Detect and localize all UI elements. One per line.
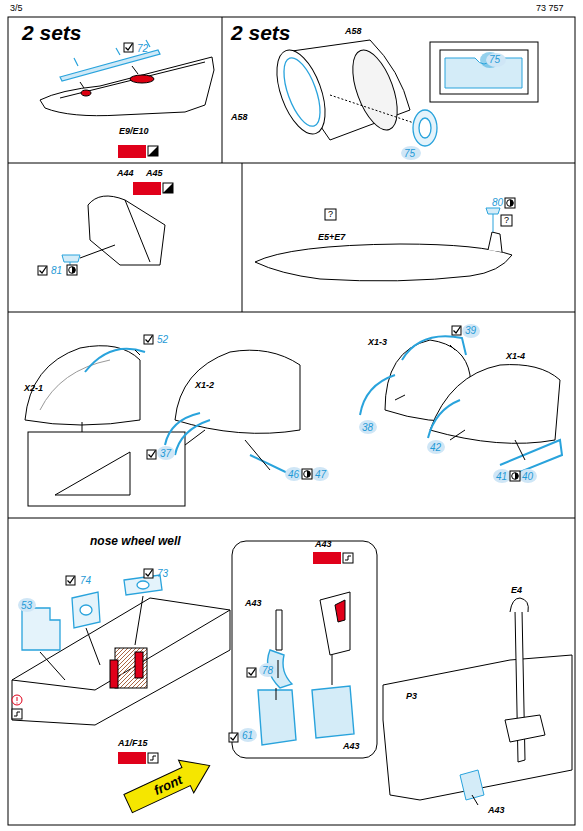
callout-number: 41 — [496, 472, 507, 482]
callout-number: 75 — [489, 55, 500, 65]
set-count: 2 sets — [231, 22, 291, 43]
callout-number: 81 — [51, 266, 62, 276]
callout-number: 47 — [315, 470, 326, 480]
query-mark: ? — [504, 216, 509, 225]
callout-number: 46 — [288, 470, 299, 480]
callout-number: 53 — [21, 601, 32, 611]
part-name: A58 — [345, 27, 362, 36]
callout-number: 72 — [137, 44, 148, 54]
callout-number: 74 — [80, 576, 91, 586]
part-name: E5+E7 — [318, 233, 345, 242]
callout-number: 80 — [492, 198, 503, 208]
callout-number: 42 — [430, 443, 441, 453]
part-name: A43 — [245, 599, 262, 608]
part-name: A45 — [146, 169, 163, 178]
part-name: A43 — [343, 742, 360, 751]
part-name: E9/E10 — [119, 127, 149, 136]
callout-number: 40 — [522, 472, 533, 482]
part-name: X1-4 — [506, 352, 525, 361]
query-mark: ? — [328, 210, 333, 219]
callout-number: 61 — [242, 731, 253, 741]
callout-number: 39 — [465, 326, 476, 336]
callout-number: 38 — [362, 423, 373, 433]
part-name: E4 — [511, 586, 522, 595]
page-number: 3/5 — [10, 4, 23, 13]
sheet-code: 73 757 — [536, 4, 564, 13]
callout-number: 78 — [262, 666, 273, 676]
part-name: X1-3 — [368, 338, 387, 347]
callout-number: 52 — [157, 335, 168, 345]
set-count: 2 sets — [22, 22, 82, 43]
part-name: A58 — [231, 113, 248, 122]
part-name: A43 — [488, 806, 505, 815]
part-name: A43 — [315, 540, 332, 549]
callout-number: 75 — [404, 149, 415, 159]
part-name: X1-2 — [195, 381, 214, 390]
section-title: nose wheel well — [90, 535, 181, 547]
part-name: A44 — [117, 169, 134, 178]
part-name: P3 — [406, 692, 417, 701]
callout-number: 73 — [157, 569, 168, 579]
part-name: A1/F15 — [118, 739, 148, 748]
part-name: X2-1 — [24, 384, 43, 393]
callout-number: 37 — [160, 449, 171, 459]
